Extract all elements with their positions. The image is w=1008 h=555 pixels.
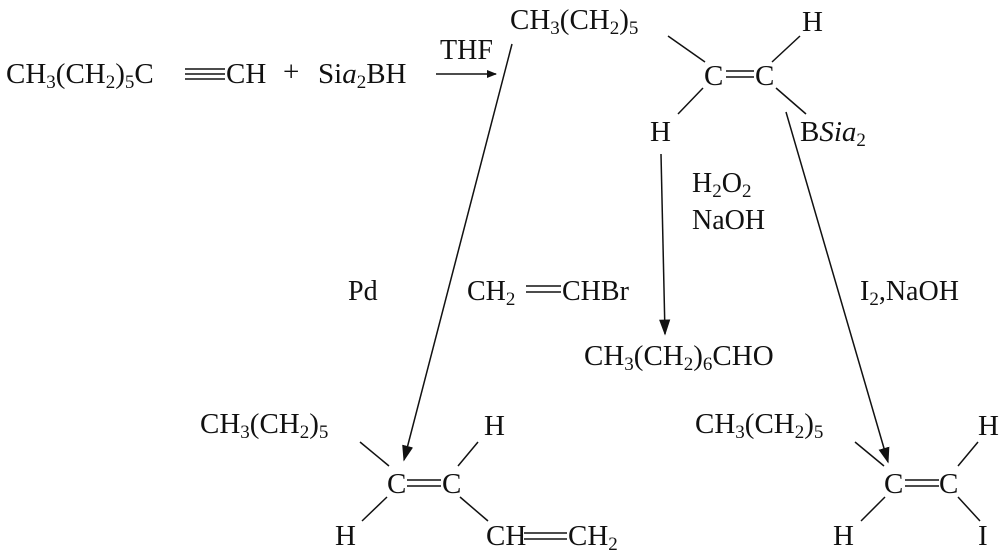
octanal-product: CH3(CH2)6CHO	[584, 340, 774, 375]
intermediate-bond-boron	[775, 87, 807, 115]
vinyl-iodide-bond-chain	[854, 441, 885, 467]
diene-bond-h-top	[457, 441, 479, 467]
vinyl-bromide-right: CHBr	[562, 276, 629, 307]
vinyl-iodide-bond-iodine	[957, 496, 981, 522]
vinyl-iodide-alkyl-chain: CH3(CH2)5	[695, 408, 824, 443]
intermediate-alkyl-chain: CH3(CH2)5	[510, 4, 639, 39]
diene-bond-h-bottom	[361, 496, 388, 522]
vinyl-iodide-carbon-right: C	[939, 468, 959, 500]
intermediate-bond-h-bottom	[677, 87, 704, 115]
diene-h-bottom: H	[335, 520, 356, 552]
vinyl-iodide-carbon-left: C	[884, 468, 904, 500]
alkyne-triple-bond	[185, 68, 225, 80]
intermediate-carbon-left: C	[704, 60, 724, 92]
vinyl-bromide-left: CH2	[467, 276, 516, 310]
diene-h-top: H	[484, 410, 505, 442]
vinyl-iodide-iodine: I	[978, 520, 988, 552]
vinyl-iodide-h-top: H	[978, 410, 999, 442]
diene-alkyl-chain: CH3(CH2)5	[200, 408, 329, 443]
reagent-hydrogen-peroxide: H2O2	[692, 168, 752, 202]
catalyst-pd: Pd	[348, 276, 378, 307]
vinyl-iodide-bond-h-bottom	[860, 496, 886, 522]
intermediate-h-top: H	[802, 6, 823, 38]
pd-coupling-arrow	[402, 43, 513, 462]
diene-vinyl-ch: CH	[486, 520, 527, 552]
plus-sign: +	[283, 56, 300, 88]
diene-carbon-right: C	[442, 468, 462, 500]
oxidation-arrow	[659, 153, 671, 336]
intermediate-carbon-right: C	[755, 60, 775, 92]
vinyl-iodide-bond-h-top	[957, 441, 979, 467]
diene-vinyl-ch2: CH2	[568, 520, 618, 555]
diene-bond-chain	[359, 441, 390, 467]
disiamylborane-reagent: Sia2BH	[318, 58, 407, 93]
iodination-arrow	[785, 111, 890, 464]
vinyl-iodide-h-bottom: H	[833, 520, 854, 552]
alkyne-terminal-ch: CH	[226, 58, 267, 90]
intermediate-bond-chain	[667, 35, 706, 63]
reagent-iodine-naoh: I2,NaOH	[860, 276, 959, 310]
intermediate-bond-h-top	[771, 35, 801, 63]
reagent-sodium-hydroxide: NaOH	[692, 205, 766, 236]
diene-carbon-left: C	[387, 468, 407, 500]
solvent-thf: THF	[440, 35, 493, 66]
intermediate-boron-group: BSia2	[800, 116, 866, 151]
starting-alkyne: CH3(CH2)5C	[6, 58, 154, 93]
diene-bond-vinyl	[459, 496, 489, 522]
intermediate-h-bottom: H	[650, 116, 671, 148]
